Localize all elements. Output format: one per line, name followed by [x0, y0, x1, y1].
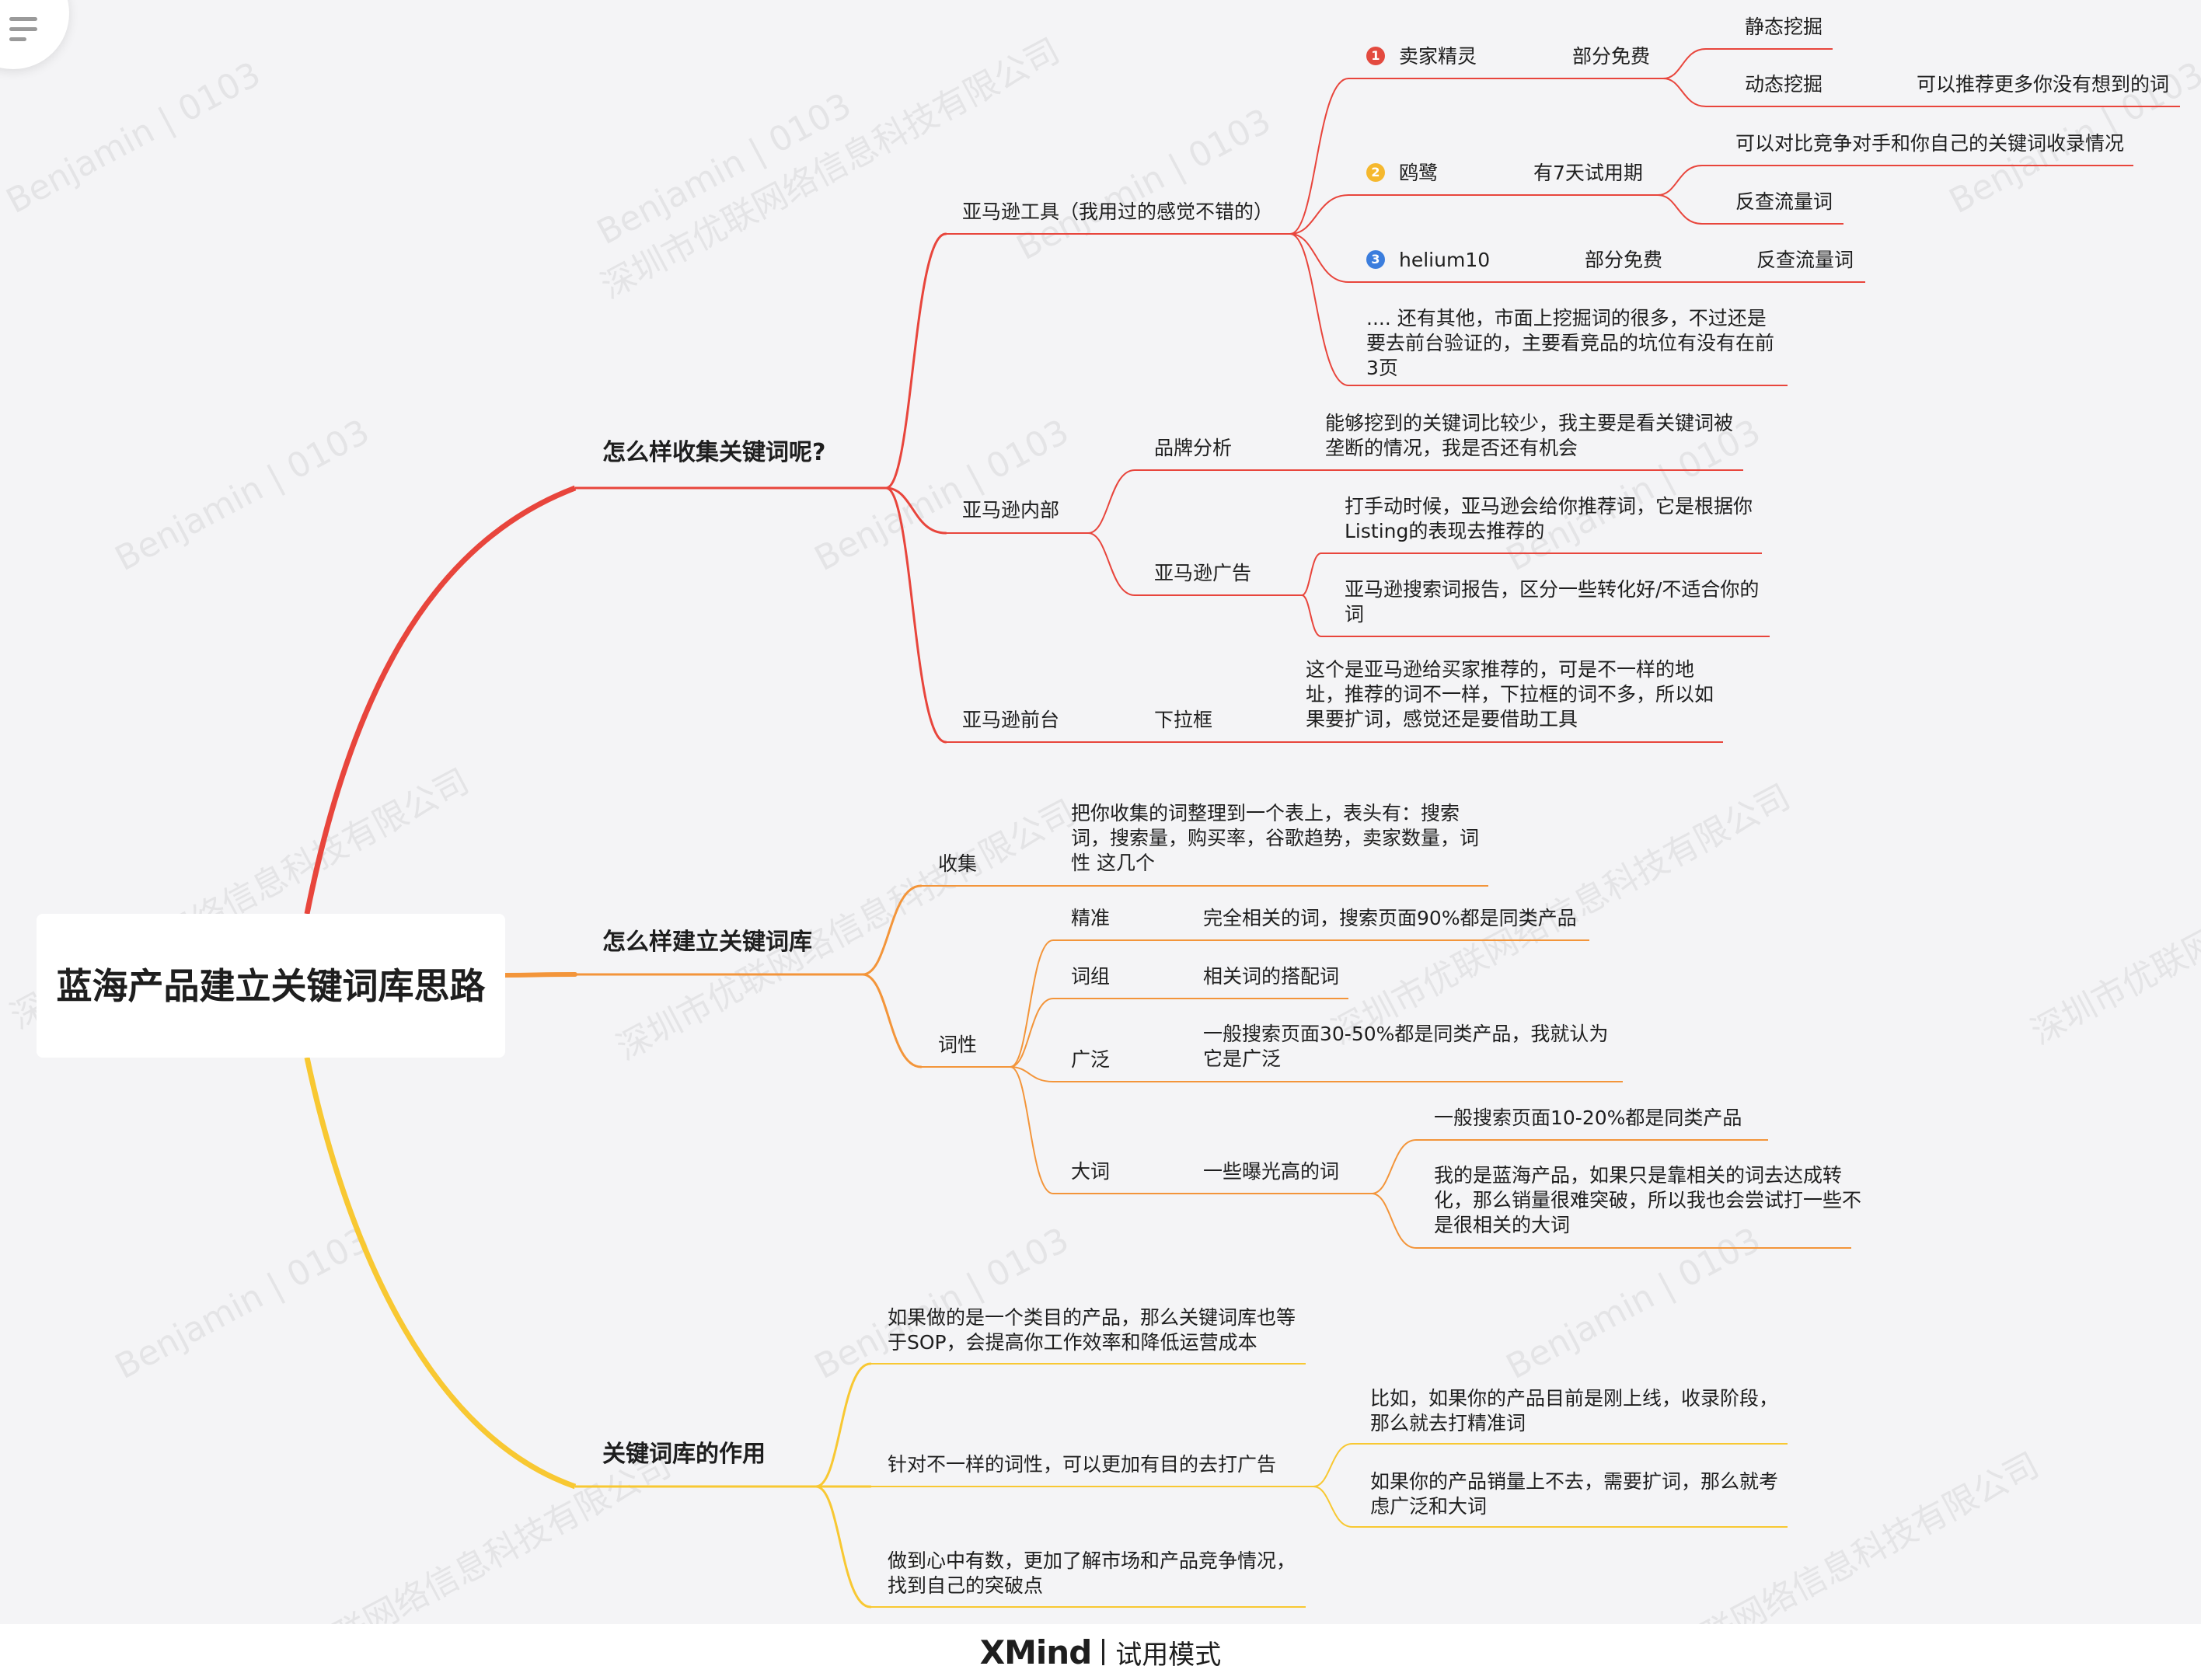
topic-dynamic-mining-note[interactable]: 可以推荐更多你没有想到的词: [1917, 73, 2170, 96]
root-branch-orange: [503, 972, 577, 978]
connector-line: [861, 884, 923, 976]
topic-ads-note-2[interactable]: 亚马逊搜索词报告，区分一些转化好/不适合你的词: [1345, 578, 1760, 626]
connector-line: [1662, 78, 1707, 107]
connector-line: [1010, 1066, 1054, 1082]
branch-collect-keywords[interactable]: 怎么样收集关键词呢?: [602, 439, 826, 466]
topic-tool-3-note[interactable]: 部分免费: [1585, 249, 1663, 271]
topic-amazon-ads[interactable]: 亚马逊广告: [1154, 562, 1252, 584]
topic-part-of-speech[interactable]: 词性: [938, 1033, 978, 1056]
branch-library-purpose[interactable]: 关键词库的作用: [602, 1441, 766, 1468]
topic-dropdown[interactable]: 下拉框: [1154, 709, 1213, 731]
xmind-logo: XMind: [979, 1633, 1093, 1671]
topic-purpose-ads[interactable]: 针对不一样的词性，可以更加有目的去打广告: [888, 1453, 1277, 1476]
topic-tool-2[interactable]: 2 鸥鹭: [1366, 161, 1438, 186]
tool-1-name: 卖家精灵: [1399, 45, 1477, 68]
topic-ads-note-1[interactable]: 打手动时候，亚马逊会给你推荐词，它是根据你Listing的表现去推荐的: [1345, 495, 1753, 542]
connector-line: [1301, 594, 1322, 637]
connector-line: [1313, 1486, 1353, 1528]
connector-line: [1301, 552, 1322, 596]
topic-collect[interactable]: 收集: [938, 852, 978, 875]
hamburger-icon: [9, 17, 37, 47]
topic-phrase-note[interactable]: 相关词的搭配词: [1203, 965, 1340, 988]
topic-tool-2-note[interactable]: 有7天试用期: [1533, 162, 1643, 184]
connector-line: [1289, 233, 1349, 386]
topic-dynamic-mining[interactable]: 动态挖掘: [1745, 73, 1823, 96]
topic-reverse-traffic-words-3[interactable]: 反查流量词: [1756, 249, 1854, 271]
topic-exact-note[interactable]: 完全相关的词，搜索页面90%都是同类产品: [1203, 907, 1577, 929]
branch-build-library[interactable]: 怎么样建立关键词库: [602, 929, 812, 956]
topic-amazon-tools[interactable]: 亚马逊工具（我用过的感觉不错的）: [962, 200, 1274, 223]
connector-line: [1010, 939, 1054, 1068]
trial-footer: XMind 试用模式: [0, 1624, 2201, 1680]
topic-big-words-note[interactable]: 一些曝光高的词: [1203, 1160, 1340, 1183]
topic-broad-note[interactable]: 一般搜索页面30-50%都是同类产品，我就认为它是广泛: [1203, 1023, 1609, 1070]
topic-big-words-sub-1[interactable]: 一般搜索页面10-20%都是同类产品: [1434, 1107, 1742, 1129]
priority-3-icon: 3: [1366, 250, 1385, 269]
connector-line: [884, 232, 947, 490]
topic-purpose-ads-sub-1[interactable]: 比如，如果你的产品目前是刚上线，收录阶段，那么就去打精准词: [1370, 1387, 1779, 1434]
topic-big-words-sub-2[interactable]: 我的是蓝海产品，如果只是靠相关的词去达成转化，那么销量很难突破，所以我也会尝试打…: [1434, 1164, 1862, 1236]
connector-line: [1087, 469, 1135, 534]
connector-line: [1010, 1066, 1054, 1194]
connector-line: [1371, 1193, 1417, 1249]
topic-tool-1[interactable]: 1 卖家精灵: [1366, 44, 1477, 69]
connector-line: [1289, 78, 1349, 235]
priority-2-icon: 2: [1366, 163, 1385, 182]
topic-brand-analytics-note[interactable]: 能够挖到的关键词比较少，我主要是看关键词被垄断的情况，我是否还有机会: [1325, 412, 1734, 459]
connector-line: [1313, 1443, 1353, 1487]
topic-compare-competitors[interactable]: 可以对比竞争对手和你自己的关键词收录情况: [1735, 132, 2125, 155]
topic-broad[interactable]: 广泛: [1071, 1048, 1111, 1071]
connector-line: [884, 486, 947, 535]
connector-line: [1289, 194, 1349, 235]
topic-tool-3[interactable]: 3 helium10: [1366, 248, 1490, 273]
topic-amazon-internal[interactable]: 亚马逊内部: [962, 499, 1060, 521]
outline-menu-button[interactable]: [0, 0, 69, 69]
footer-divider: [1102, 1639, 1105, 1665]
connector-line: [1371, 1139, 1417, 1194]
connector-line: [814, 1362, 872, 1488]
connector-line: [861, 973, 923, 1068]
topic-exact[interactable]: 精准: [1071, 907, 1111, 929]
tool-2-name: 鸥鹭: [1399, 162, 1439, 184]
priority-1-icon: 1: [1366, 47, 1385, 65]
connector-line: [1657, 194, 1703, 225]
topic-brand-analytics[interactable]: 品牌分析: [1154, 437, 1233, 459]
tool-3-name: helium10: [1399, 249, 1491, 271]
root-branch-yellow: [304, 1057, 577, 1490]
topic-big-words[interactable]: 大词: [1071, 1160, 1111, 1183]
connector-line: [1662, 48, 1707, 79]
topic-amazon-frontend[interactable]: 亚马逊前台: [962, 709, 1060, 731]
topic-phrase[interactable]: 词组: [1071, 965, 1111, 988]
connector-line: [1010, 998, 1054, 1068]
topic-tool-1-note[interactable]: 部分免费: [1572, 45, 1651, 68]
root-branch-red: [304, 485, 577, 915]
connector-line: [1289, 233, 1349, 283]
topic-reverse-traffic-words-2[interactable]: 反查流量词: [1735, 190, 1833, 213]
topic-static-mining[interactable]: 静态挖掘: [1745, 16, 1823, 38]
connector-line: [1657, 165, 1703, 196]
trial-mode-label: 试用模式: [1115, 1639, 1222, 1671]
connector-line: [1087, 532, 1135, 596]
topic-collect-note[interactable]: 把你收集的词整理到一个表上，表头有：搜索词，搜索量，购买率，谷歌趋势，卖家数量，…: [1071, 802, 1480, 874]
topic-purpose-ads-sub-2[interactable]: 如果你的产品销量上不去，需要扩词，那么就考虑广泛和大词: [1370, 1470, 1779, 1518]
topic-dropdown-note[interactable]: 这个是亚马逊给买家推荐的，可是不一样的地址，推荐的词不一样，下拉框的词不多，所以…: [1306, 658, 1714, 730]
topic-other-tools[interactable]: .... 还有其他，市面上挖掘词的很多，不过还是要去前台验证的，主要看竞品的坑位…: [1366, 307, 1775, 379]
topic-purpose-sop[interactable]: 如果做的是一个类目的产品，那么关键词库也等于SOP，会提高你工作效率和降低运营成…: [888, 1306, 1296, 1354]
root-topic[interactable]: 蓝海产品建立关键词库思路: [37, 914, 505, 1058]
topic-purpose-market[interactable]: 做到心中有数，更加了解市场和产品竞争情况，找到自己的突破点: [888, 1549, 1296, 1597]
connector-line: [884, 486, 947, 744]
root-topic-label: 蓝海产品建立关键词库思路: [56, 964, 486, 1007]
connector-line: [814, 1485, 872, 1609]
